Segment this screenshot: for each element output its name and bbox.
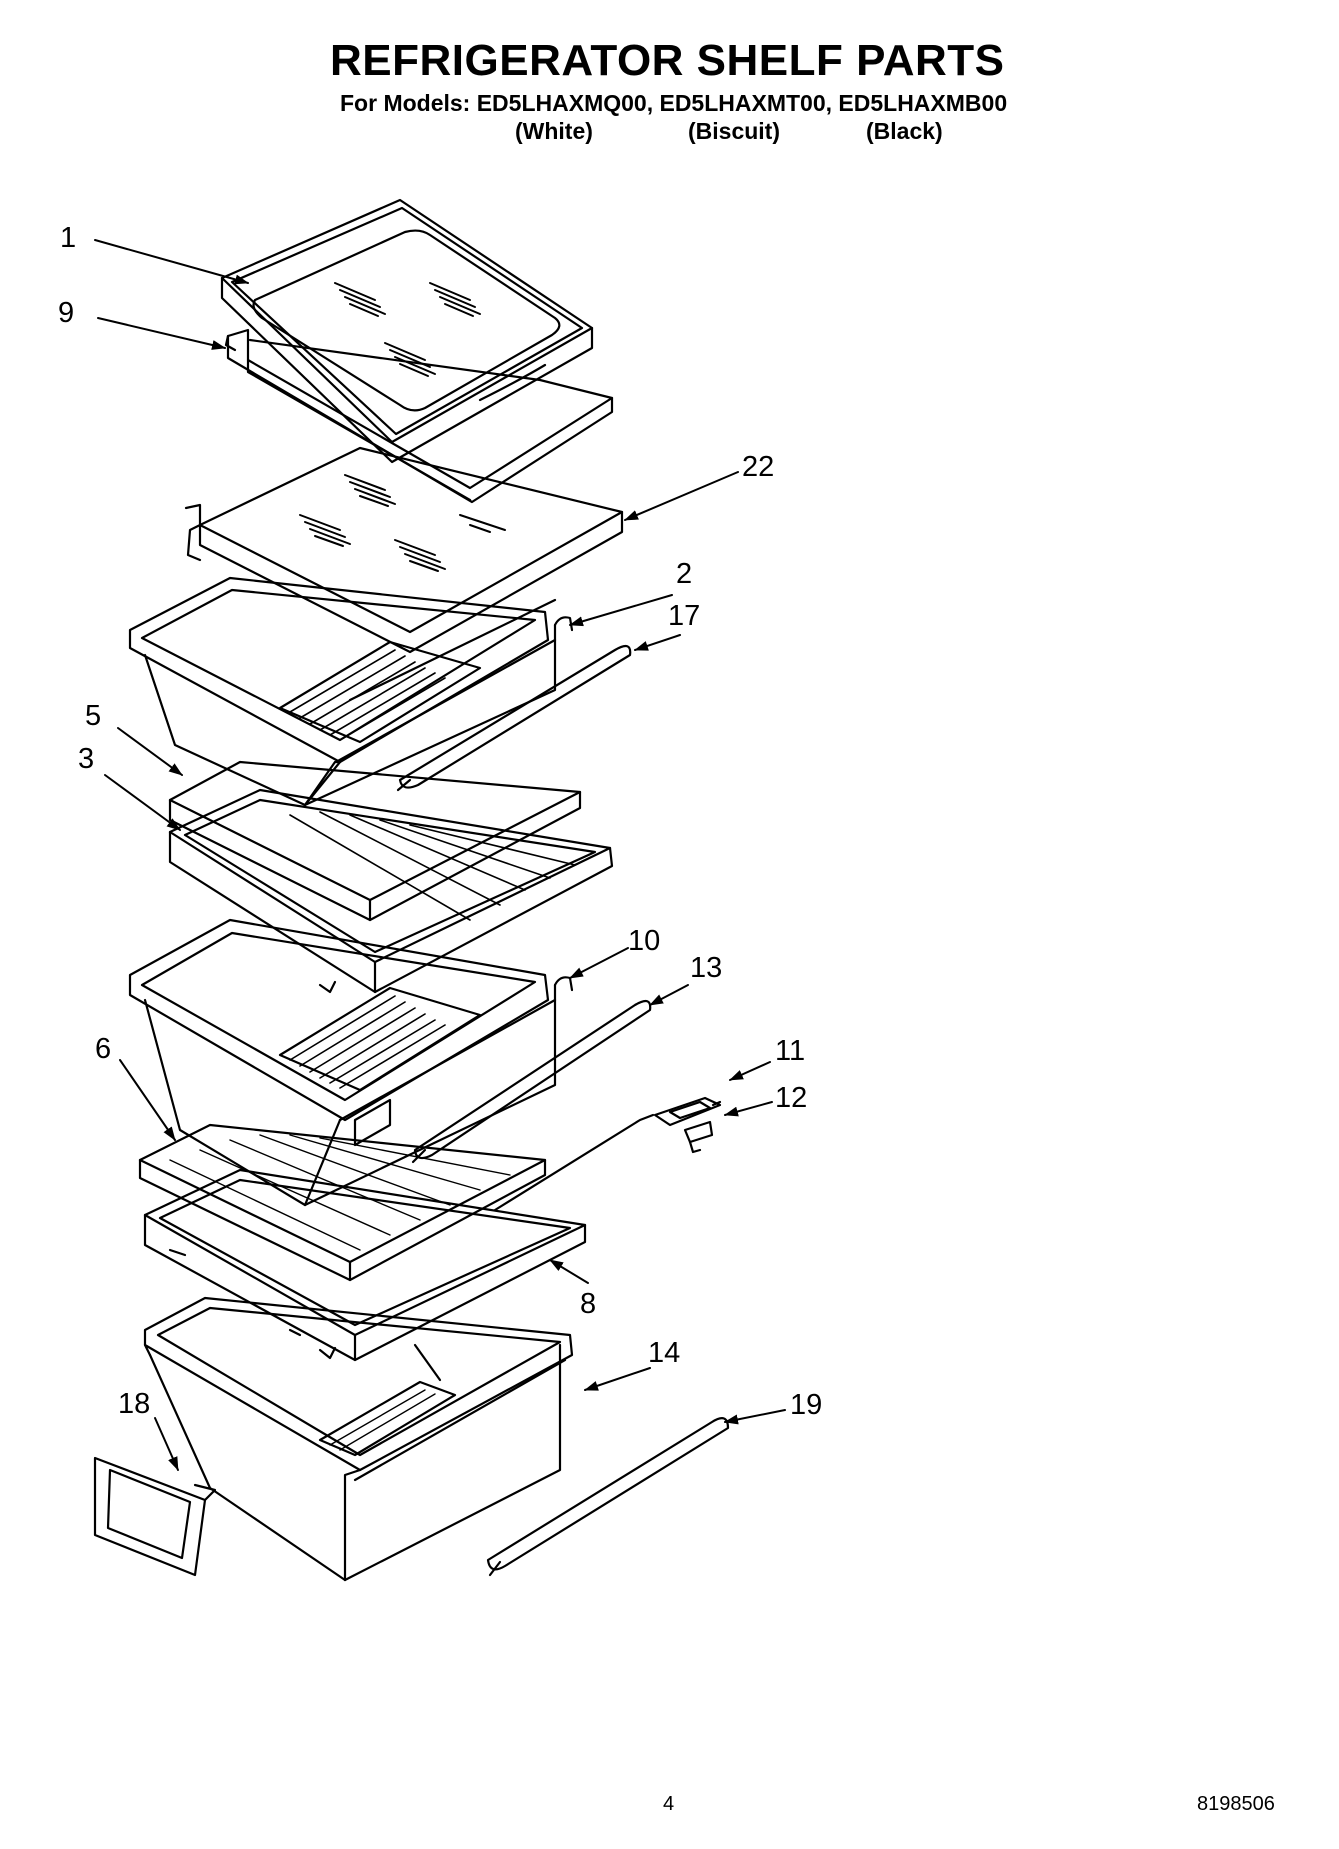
callout-11: 11 — [775, 1035, 805, 1067]
callout-2: 2 — [676, 558, 692, 590]
page-number: 4 — [663, 1793, 675, 1815]
variant-white: (White) — [515, 118, 593, 144]
callout-5: 5 — [85, 700, 101, 732]
variant-biscuit: (Biscuit) — [688, 118, 780, 144]
callout-22: 22 — [742, 451, 774, 483]
variant-black: (Black) — [866, 118, 943, 144]
leader-lines — [94, 239, 786, 1471]
drawer-handle-bottom — [486, 1417, 730, 1577]
cover-frame-upper — [168, 788, 614, 994]
callout-8: 8 — [580, 1288, 596, 1320]
callout-3: 3 — [78, 743, 94, 775]
callout-6: 6 — [95, 1033, 111, 1065]
drawer-handle-upper — [396, 644, 632, 792]
callout-12: 12 — [775, 1082, 807, 1114]
callout-14: 14 — [648, 1337, 680, 1369]
callout-17: 17 — [668, 600, 700, 632]
callout-9: 9 — [58, 297, 74, 329]
callout-1: 1 — [60, 222, 76, 254]
callout-18: 18 — [118, 1388, 150, 1420]
crisper-drawer-upper — [128, 576, 574, 807]
callout-numbers: 1 9 22 2 17 5 3 10 13 6 11 12 8 14 18 19 — [58, 222, 822, 1421]
glass-shelf-second — [184, 446, 624, 654]
callout-19: 19 — [790, 1389, 822, 1421]
models-line: For Models: ED5LHAXMQ00, ED5LHAXMT00, ED… — [340, 90, 1008, 116]
shelf-support-frame — [224, 328, 614, 504]
callout-10: 10 — [628, 925, 660, 957]
document-number: 8198506 — [1197, 1793, 1275, 1815]
drawer-handle-middle — [411, 999, 652, 1164]
glass-cover-lower — [138, 1123, 547, 1282]
glass-shelf-top — [220, 198, 594, 464]
page-title: REFRIGERATOR SHELF PARTS — [330, 36, 1005, 85]
callout-13: 13 — [690, 952, 722, 984]
crisper-drawer-bottom — [143, 1296, 574, 1582]
cover-frame-lower — [143, 1168, 587, 1362]
humidity-control-clip — [493, 1113, 714, 1212]
humidity-control-slide — [653, 1096, 722, 1127]
crisper-drawer-middle — [128, 918, 574, 1207]
drawer-label-frame — [93, 1456, 217, 1577]
